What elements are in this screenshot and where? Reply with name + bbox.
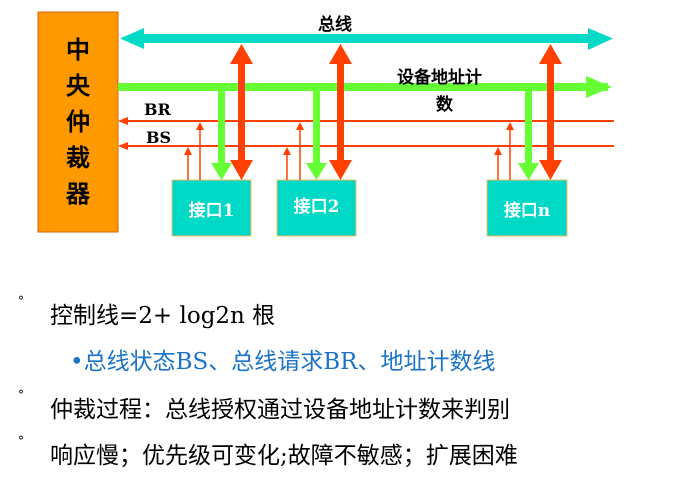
central-arbiter-box (37, 11, 119, 233)
interface-1-label: 接口1 (188, 200, 235, 221)
bullet-item-characteristics: ° 响应慢；优先级可变化;故障不敏感；扩展困难 (18, 434, 518, 470)
bullet-item-arbitration-process: ° 仲裁过程：总线授权通过设备地址计数来判别 (18, 388, 510, 424)
interface-2-connections (283, 44, 352, 180)
bullet-item-control-lines: ° 控制线=2+ log2n 根 (18, 294, 276, 330)
br-line (118, 117, 614, 125)
interface-2-label: 接口2 (293, 196, 340, 217)
bullet-text: 响应慢；优先级可变化;故障不敏感；扩展困难 (50, 443, 518, 469)
bullet-marker: ° (18, 294, 24, 308)
arbiter-char: 裁 (66, 143, 90, 172)
central-arbiter-label: 中 央 仲 裁 器 (38, 12, 118, 232)
bullet-marker: ° (18, 388, 24, 402)
address-count-label-line2: 数 (436, 95, 453, 115)
address-count-line-arrow (118, 76, 612, 98)
bs-line (118, 142, 614, 150)
interface-n-box (486, 179, 568, 237)
bs-label: BS (146, 128, 172, 147)
sub-bullet-line-types: •总线状态BS、总线请求BR、地址计数线 (70, 349, 496, 375)
bullet-marker: ° (18, 434, 24, 448)
arbiter-char: 器 (66, 179, 90, 208)
interface-n-connections (494, 44, 562, 180)
interface-1-box (171, 179, 252, 237)
interface-1-connections (184, 44, 253, 180)
arbiter-char: 央 (66, 71, 90, 100)
arbiter-char: 仲 (66, 107, 90, 136)
centralized-arbitration-diagram (37, 11, 614, 237)
bus-label: 总线 (318, 15, 352, 35)
address-count-label-line1: 设备地址计 (397, 68, 482, 88)
bullet-text: 仲裁过程：总线授权通过设备地址计数来判别 (50, 397, 510, 423)
arbiter-char: 中 (66, 35, 90, 64)
bullet-text: 控制线=2+ log2n 根 (50, 303, 276, 329)
system-bus-arrow (120, 28, 613, 50)
br-label: BR (144, 100, 171, 119)
interface-n-label: 接口n (503, 200, 551, 221)
